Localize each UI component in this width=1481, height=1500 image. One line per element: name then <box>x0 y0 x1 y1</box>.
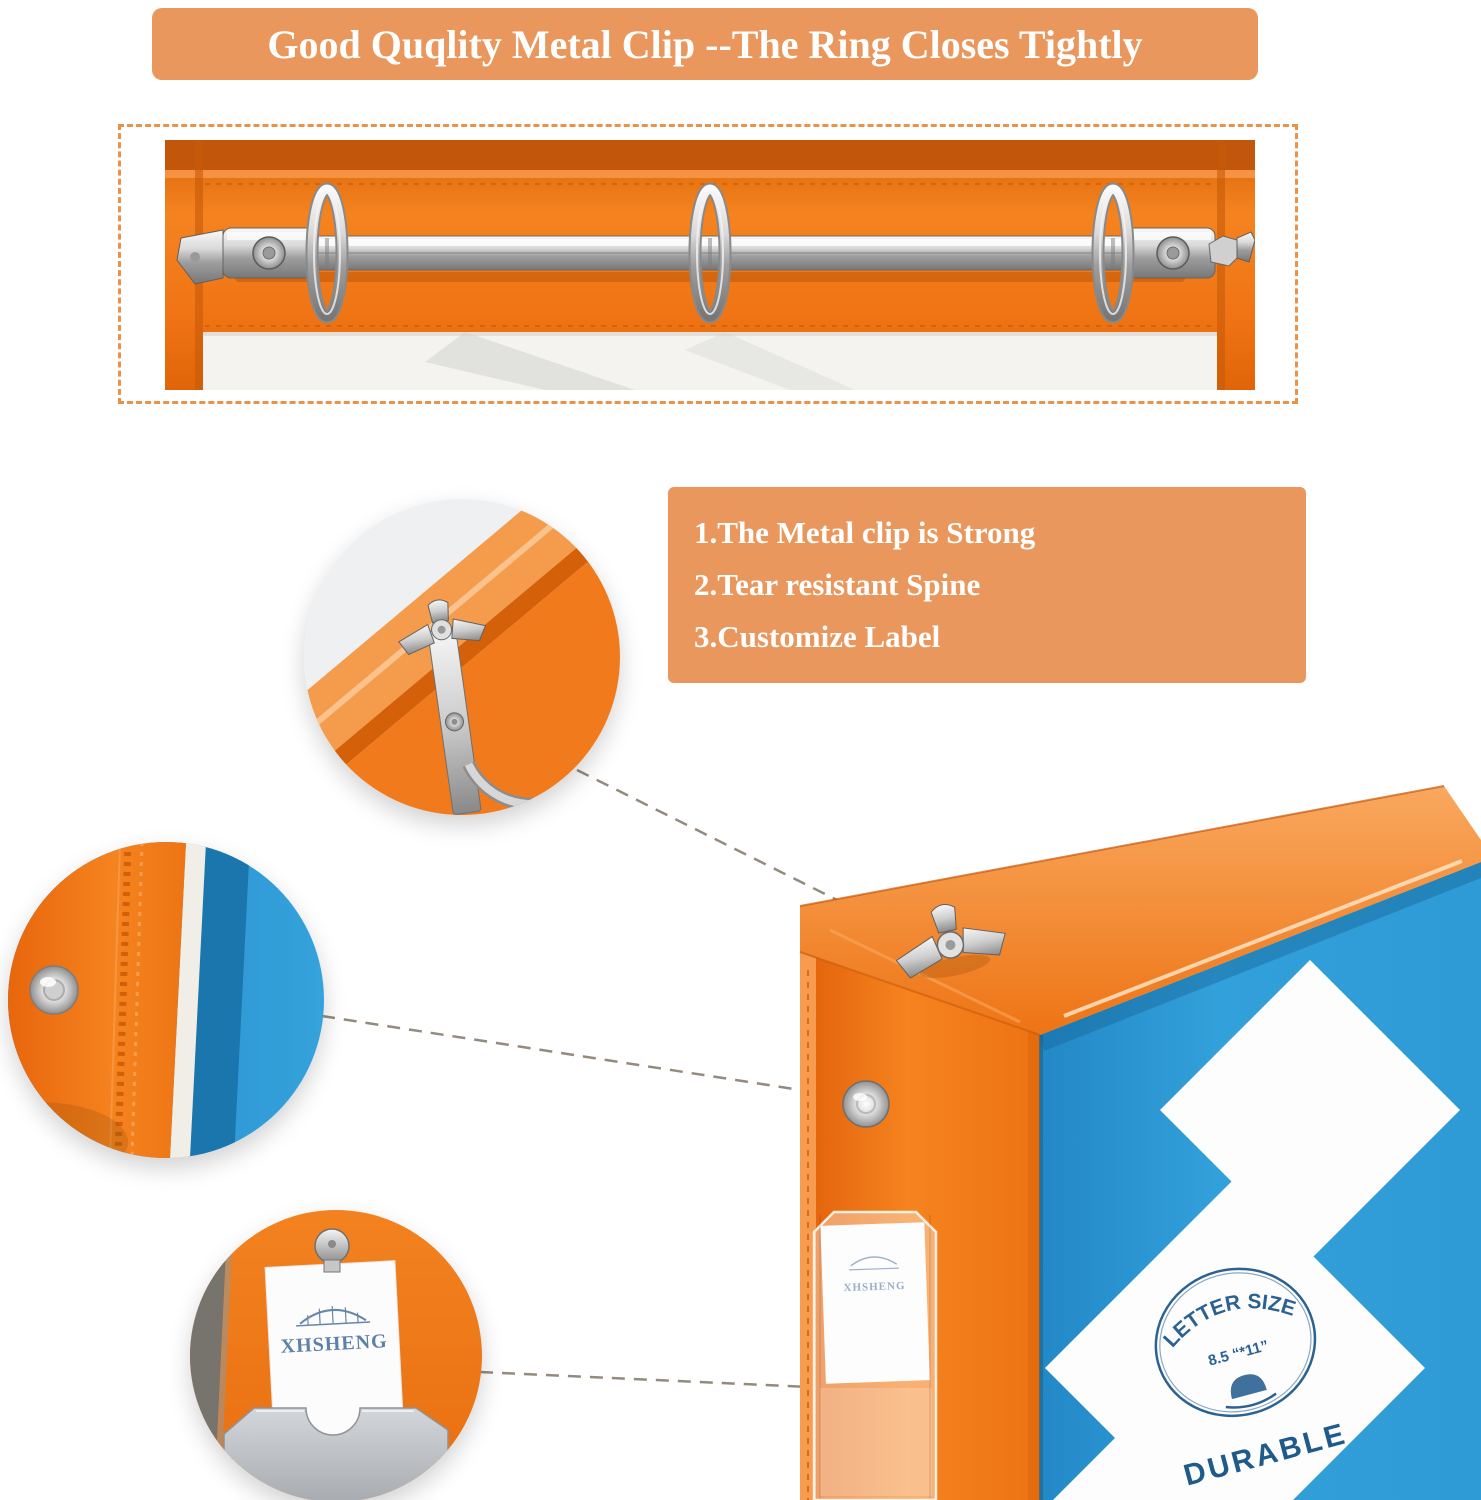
banner-title: Good Quqlity Metal Clip --The Ring Close… <box>152 8 1258 80</box>
binder-ring <box>688 182 732 324</box>
feature-item: 1.The Metal clip is Strong <box>694 515 1036 550</box>
spine-hinge-shade <box>1028 1031 1040 1500</box>
binder-top-edge <box>800 786 1481 1035</box>
left-lever-pin <box>190 252 200 262</box>
label-holder-closeup-callout: XHSHENG <box>190 1210 482 1500</box>
spine-label-card: XHSHENG <box>820 1222 930 1384</box>
banner-title-text: Good Quqlity Metal Clip --The Ring Close… <box>267 21 1143 67</box>
right-rivet-center <box>1166 246 1180 260</box>
badge-dome-icon <box>1230 1374 1267 1400</box>
ring-mechanism-photo <box>165 140 1255 390</box>
clip-left-wing <box>895 935 943 979</box>
metal-clip-closeup-callout <box>304 499 620 815</box>
label-pocket-lower <box>820 1388 932 1496</box>
clip-pivot-center <box>945 939 956 950</box>
spine-rivet <box>842 1080 890 1128</box>
butterfly-clip <box>895 904 1006 979</box>
clip-shadow <box>919 954 991 979</box>
label-pocket-metal <box>223 1407 449 1500</box>
right-seam <box>1217 140 1225 390</box>
cover-shadow <box>188 842 250 1158</box>
badge-smile-line <box>1225 1392 1277 1409</box>
background-sliver-edge <box>214 1210 234 1500</box>
spine-stitch-ridge <box>114 842 132 1158</box>
cover-diamonds: LETTER SIZE 8.5 “*11” DURABLE <box>1040 960 1460 1500</box>
rivet-closeup <box>29 965 79 1015</box>
rail-rivet-center <box>451 718 458 725</box>
top-fold-highlight <box>165 170 1255 178</box>
bridge-cable <box>318 1308 321 1325</box>
clip-right-wing <box>962 927 1006 956</box>
bridge-cable <box>344 1307 347 1324</box>
corner-crease <box>829 928 1021 1024</box>
feature-list: 1.The Metal clip is Strong 2.Tear resist… <box>668 487 1306 683</box>
label-card <box>820 1222 930 1384</box>
right-lever <box>1236 231 1255 263</box>
rail-shadow <box>235 272 1185 282</box>
spine-label-holder: XHSHENG <box>812 1210 938 1500</box>
plastic-sheet <box>685 332 855 390</box>
spine-rivet-closeup-callout <box>8 842 324 1158</box>
top-fold-shadow <box>165 140 1255 170</box>
binder-ring <box>305 182 349 324</box>
binder-ring <box>1091 182 1135 324</box>
left-rivet-center <box>262 246 276 260</box>
right-plate-highlight <box>1129 232 1211 240</box>
bridge-cable <box>331 1305 334 1325</box>
binder-product-photo: LETTER SIZE 8.5 “*11” DURABLE <box>799 785 1481 1500</box>
page-edge-line <box>203 332 1217 336</box>
brand-bridge-base <box>848 1267 899 1271</box>
bridge-deck <box>296 1321 371 1327</box>
spine-brand-text: XHSHENG <box>843 1280 905 1294</box>
spine-ridge-highlight <box>109 842 121 1158</box>
dashed-highlight-frame <box>118 124 1298 404</box>
bridge-cable <box>307 1315 309 1326</box>
left-plate-highlight <box>227 232 311 240</box>
spine-orange-closeup <box>8 842 186 1158</box>
top-edge-highlight <box>1063 859 1463 1018</box>
clip-tab <box>930 904 957 934</box>
feature-item: 3.Customize Label <box>694 619 941 654</box>
cover-top-shadow <box>1040 862 1481 1051</box>
top-edge-outline <box>799 785 1445 907</box>
spine-top-fold-line <box>799 951 1041 1036</box>
label-card-closeup: XHSHENG <box>264 1260 405 1450</box>
feature-item: 2.Tear resistant Spine <box>694 567 981 602</box>
clip-dome-center <box>328 1240 336 1248</box>
spine-stitch-ridge <box>130 842 144 1158</box>
clip-neck <box>323 1259 341 1273</box>
page-edge-sliver <box>170 842 206 1158</box>
brand-bridge-icon <box>850 1256 898 1267</box>
metal-rail <box>176 182 1255 324</box>
plastic-sheet <box>425 332 635 390</box>
butterfly-clip-closeup <box>398 599 487 656</box>
bridge-cable <box>356 1312 359 1323</box>
